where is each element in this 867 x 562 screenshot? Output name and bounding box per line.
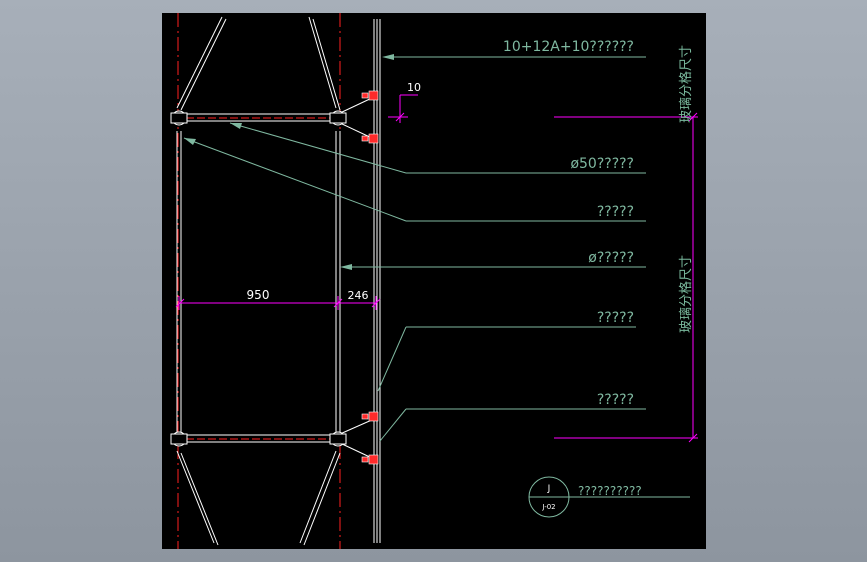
- detail-symbol-bottom: J-02: [541, 503, 555, 511]
- truss-structure: [176, 16, 381, 546]
- cad-viewport[interactable]: J J-02 10+12A+10?????? ø50????? ????? ø?…: [162, 13, 706, 549]
- callout-detail: ??????????: [578, 484, 642, 498]
- callout-label5: ?????: [597, 310, 634, 326]
- dim-span-side: 246: [348, 289, 369, 302]
- dimension-lines: [175, 94, 698, 443]
- callout-rod: ø?????: [588, 250, 634, 266]
- leader-lines: [183, 56, 690, 498]
- spider-fittings: [361, 90, 379, 465]
- dim-span-main: 950: [247, 288, 270, 302]
- callout-label6: ?????: [597, 392, 634, 408]
- node-joints: [170, 110, 347, 447]
- cad-drawing: J J-02 10+12A+10?????? ø50????? ????? ø?…: [170, 13, 698, 549]
- side-note-middle: 玻璃分格尺寸: [678, 255, 694, 333]
- detail-symbol-top: J: [547, 484, 551, 494]
- detail-symbol: J J-02: [528, 476, 570, 518]
- tube-centerline: [186, 117, 332, 440]
- callout-label3: ?????: [597, 204, 634, 220]
- centerlines: [177, 13, 341, 549]
- dim-gap-top: 10: [407, 81, 421, 94]
- side-note-top: 玻璃分格尺寸: [678, 45, 694, 123]
- leader-arrows: [184, 54, 394, 270]
- callout-tube50: ø50?????: [570, 156, 634, 172]
- callout-glass: 10+12A+10??????: [503, 39, 634, 55]
